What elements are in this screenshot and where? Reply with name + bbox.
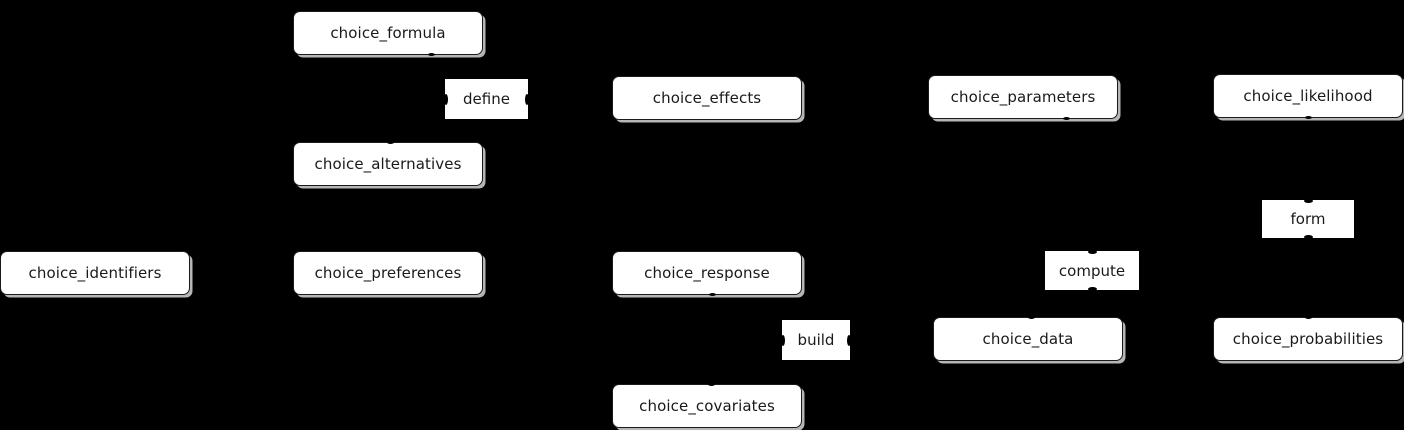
edge-notch-top [1303, 199, 1313, 203]
edge-label-form: form [1262, 199, 1354, 239]
node-choice-formula[interactable]: choice_formula [293, 11, 483, 55]
edge-label-text: form [1290, 210, 1326, 228]
stub-choice_probabilities-top [1305, 316, 1312, 319]
node-label: choice_data [982, 330, 1074, 348]
edge-label-text: build [797, 331, 835, 349]
node-label: choice_preferences [314, 264, 462, 282]
node-choice-alternatives[interactable]: choice_alternatives [293, 142, 483, 186]
edge-notch-left [444, 93, 448, 105]
node-choice-identifiers[interactable]: choice_identifiers [0, 251, 190, 295]
node-label: choice_formula [330, 24, 446, 42]
edge-label-text: compute [1058, 261, 1126, 280]
node-label: choice_identifiers [28, 264, 162, 282]
node-choice-preferences[interactable]: choice_preferences [293, 251, 483, 295]
stub-choice_parameters-bottom [1063, 117, 1070, 120]
edge-parameters-to-compute [1022, 119, 1046, 274]
node-choice-data[interactable]: choice_data [933, 317, 1123, 361]
node-label: choice_parameters [950, 88, 1096, 106]
edge-label-text: define [463, 90, 510, 108]
stub-choice_response-bottom [709, 293, 716, 296]
stub-choice_data-top [1028, 316, 1035, 319]
edge-label-build: build [781, 320, 851, 360]
edge-label-define: define [444, 79, 529, 119]
node-choice-likelihood[interactable]: choice_likelihood [1213, 74, 1403, 118]
node-label: choice_alternatives [314, 155, 462, 173]
edge-notch-right [847, 334, 851, 346]
stub-choice_covariates-top [708, 383, 715, 386]
edge-notch-right [525, 93, 529, 105]
node-label: choice_effects [652, 89, 762, 107]
node-choice-parameters[interactable]: choice_parameters [928, 75, 1118, 119]
node-label: choice_response [644, 264, 770, 282]
stub-choice_likelihood-bottom [1305, 116, 1312, 119]
edge-notch-top [1087, 250, 1097, 254]
node-choice-covariates[interactable]: choice_covariates [612, 384, 802, 428]
node-label: choice_likelihood [1243, 87, 1373, 105]
node-choice-response[interactable]: choice_response [612, 251, 802, 295]
stub-choice_formula-bottom [428, 53, 435, 56]
node-choice-effects[interactable]: choice_effects [612, 76, 802, 120]
node-label: choice_probabilities [1232, 330, 1384, 348]
edge-notch-bottom [1303, 235, 1313, 239]
edge-notch-bottom [1087, 287, 1097, 291]
node-choice-probabilities[interactable]: choice_probabilities [1213, 317, 1403, 361]
stub-choice_alternatives-top [387, 141, 394, 144]
node-label: choice_covariates [639, 397, 775, 415]
edge-notch-left [781, 334, 785, 346]
edge-label-compute: compute [1045, 250, 1139, 291]
